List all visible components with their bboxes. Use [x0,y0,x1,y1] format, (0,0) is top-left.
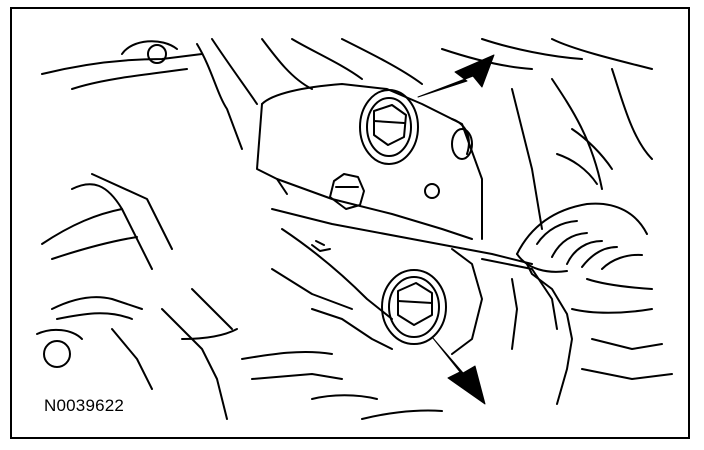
left-support [36,173,343,420]
figure-frame: N0039622 [10,7,690,439]
housing-outline [41,38,653,230]
side-bolt [311,173,365,252]
wiring-harness [311,202,673,420]
engine-bracket-illustration [36,38,673,420]
figure-id-label: N0039622 [44,396,125,415]
bracket-plate [256,83,558,355]
arrow-icon [417,54,495,98]
lower-bolt [381,269,447,345]
upper-bolt [359,89,419,165]
arrow-icon [431,336,486,405]
